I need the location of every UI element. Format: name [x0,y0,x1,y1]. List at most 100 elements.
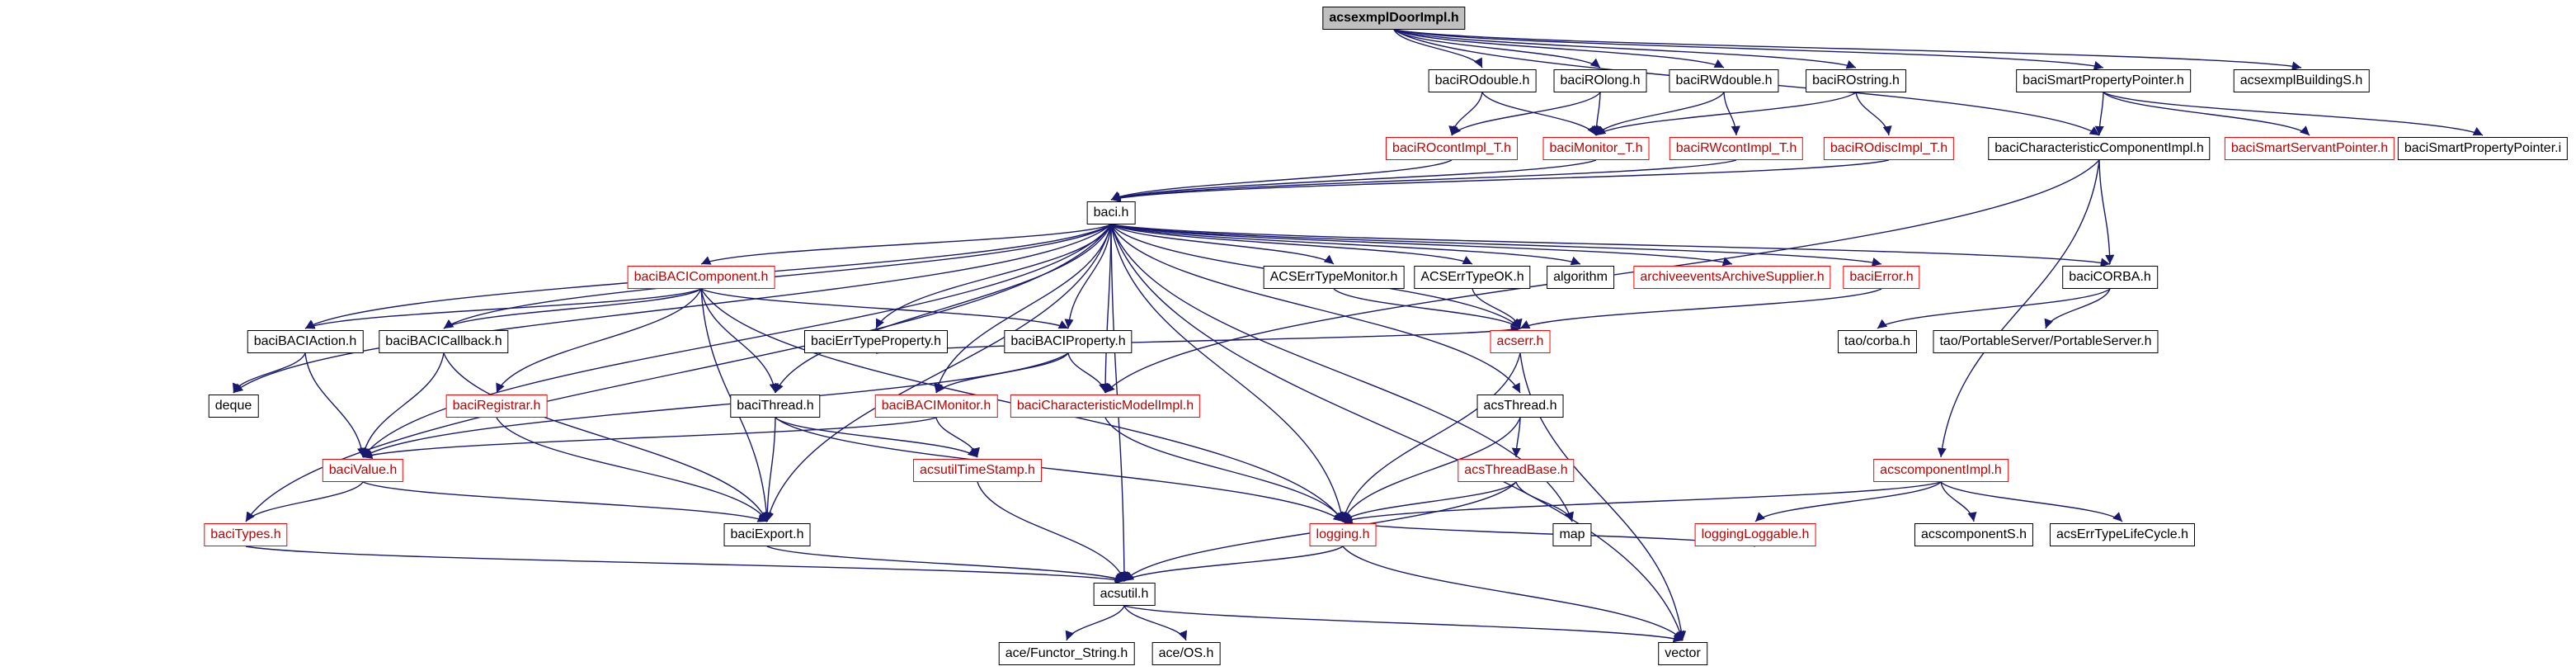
include-edge [1100,224,1112,394]
node-acsutil.h[interactable]: acsutil.h [1093,583,1156,606]
include-edge [1340,352,1521,522]
node-baciError.h[interactable]: baciError.h [1843,266,1920,289]
include-edge [1393,29,2302,71]
include-edge [1110,224,1685,641]
include-edge [1393,29,2104,70]
include-edge [1342,519,1756,547]
node-ace/Functor_String.h: ace/Functor_String.h [998,642,1135,665]
node-acsErrTypeLifeCycle.h[interactable]: acsErrTypeLifeCycle.h [2049,523,2196,546]
include-edge [1940,481,1977,522]
node-tao/PortableServer/PortableServer.h: tao/PortableServer/PortableServer.h [1933,330,2159,353]
include-edge [1110,159,1737,202]
node-ACSErrTypeOK.h[interactable]: ACSErrTypeOK.h [1414,266,1531,289]
node-baci.h[interactable]: baci.h [1086,201,1136,224]
node-logging.h[interactable]: logging.h [1309,523,1377,546]
node-acsutilTimeStamp.h[interactable]: acsutilTimeStamp.h [913,459,1042,482]
node-baciBACIComponent.h[interactable]: baciBACIComponent.h [627,266,775,289]
node-acserr.h[interactable]: acserr.h [1490,330,1551,353]
node-baciROstring.h[interactable]: baciROstring.h [1806,69,1906,92]
node-baciValue.h[interactable]: baciValue.h [322,459,404,482]
node-baciCORBA.h[interactable]: baciCORBA.h [2062,266,2158,289]
include-edge [362,224,1112,458]
include-edge [1110,159,1890,202]
node-loggingLoggable.h[interactable]: loggingLoggable.h [1694,523,1816,546]
node-baciROdouble.h[interactable]: baciROdouble.h [1428,69,1537,92]
include-edge [1393,29,1857,69]
include-edge [1123,546,1344,582]
node-archiveeventsArchiveSupplier.h[interactable]: archiveeventsArchiveSupplier.h [1633,266,1831,289]
node-baciROcontImpl_T.h[interactable]: baciROcontImpl_T.h [1385,137,1519,160]
node-baciBACIMonitor.h[interactable]: baciBACIMonitor.h [874,395,998,418]
include-edge [1940,481,2123,522]
include-edge [1067,352,1109,394]
include-edge [1342,546,1684,641]
node-baciSmartPropertyPointer.i[interactable]: baciSmartPropertyPointer.i [2397,137,2569,160]
include-edge [700,288,779,394]
node-baciBACIAction.h[interactable]: baciBACIAction.h [247,330,364,353]
include-edge [1110,224,1581,266]
include-edge [496,288,702,394]
include-edge [1448,92,1483,136]
node-baciSmartPropertyPointer.h[interactable]: baciSmartPropertyPointer.h [2016,69,2191,92]
include-edge [245,224,1112,522]
node-acscomponentImpl.h[interactable]: acscomponentImpl.h [1873,459,2009,482]
include-edge [304,288,702,329]
include-edge [1511,417,1521,458]
include-edge [700,288,1069,329]
node-baciRWcontImpl_T.h[interactable]: baciRWcontImpl_T.h [1669,137,1804,160]
node-baciROlong.h[interactable]: baciROlong.h [1553,69,1647,92]
node-ACSErrTypeMonitor.h[interactable]: ACSErrTypeMonitor.h [1263,266,1405,289]
node-baciBACICallback.h[interactable]: baciBACICallback.h [379,330,509,353]
include-edge [1065,605,1125,641]
node-baciROdiscImpl_T.h[interactable]: baciROdiscImpl_T.h [1823,137,1955,160]
node-baciRegistrar.h[interactable]: baciRegistrar.h [445,395,548,418]
include-edge [362,417,937,460]
include-edge [1515,481,1574,522]
include-edge [1110,159,1597,201]
include-edge [775,417,1344,522]
include-edge [1481,92,1597,136]
node-acsThread.h[interactable]: acsThread.h [1476,395,1564,418]
node-baciCharacteristicComponentImpl.h[interactable]: baciCharacteristicComponentImpl.h [1988,137,2211,160]
include-edge [1754,481,1942,522]
include-edge [1123,605,1188,641]
include-edge [1110,224,1521,394]
include-edge [2103,92,2310,136]
include-edge [2103,92,2484,136]
include-edge [443,224,1112,329]
node-baciMonitor_T.h[interactable]: baciMonitor_T.h [1542,137,1650,160]
node-acsThreadBase.h[interactable]: acsThreadBase.h [1458,459,1575,482]
include-edge [1104,417,1344,522]
include-edge [1110,224,1733,267]
include-edge [233,224,1112,394]
include-edge [765,224,1112,522]
include-edge [1519,288,1882,329]
node-baciCharacteristicModelImpl.h[interactable]: baciCharacteristicModelImpl.h [1010,395,1201,418]
node-vector: vector [1658,642,1707,665]
node-map: map [1552,523,1592,546]
include-edge [1937,159,2100,458]
include-edge [245,546,1125,584]
include-edge [1451,92,1601,136]
node-baciRWdouble.h[interactable]: baciRWdouble.h [1669,69,1779,92]
node-acscomponentS.h[interactable]: acscomponentS.h [1914,523,2034,546]
node-baciErrTypeProperty.h[interactable]: baciErrTypeProperty.h [804,330,948,353]
include-edge [1123,605,1684,643]
include-edge [875,224,1112,329]
include-edge [1110,224,1473,265]
include-edge [1342,481,1517,522]
node-acsexmplBuildingS.h[interactable]: acsexmplBuildingS.h [2233,69,2370,92]
include-edge [2098,159,2115,265]
node-baciBACIProperty.h[interactable]: baciBACIProperty.h [1004,330,1133,353]
include-edge [1393,29,1725,69]
include-edge [233,352,306,394]
node-baciExport.h[interactable]: baciExport.h [723,523,811,546]
node-baciThread.h[interactable]: baciThread.h [730,395,821,418]
node-baciTypes.h[interactable]: baciTypes.h [204,523,288,546]
node-baciSmartServantPointer.h[interactable]: baciSmartServantPointer.h [2224,137,2395,160]
include-edge [1877,288,2111,329]
include-edge [496,417,768,522]
node-ace/OS.h: ace/OS.h [1151,642,1221,665]
